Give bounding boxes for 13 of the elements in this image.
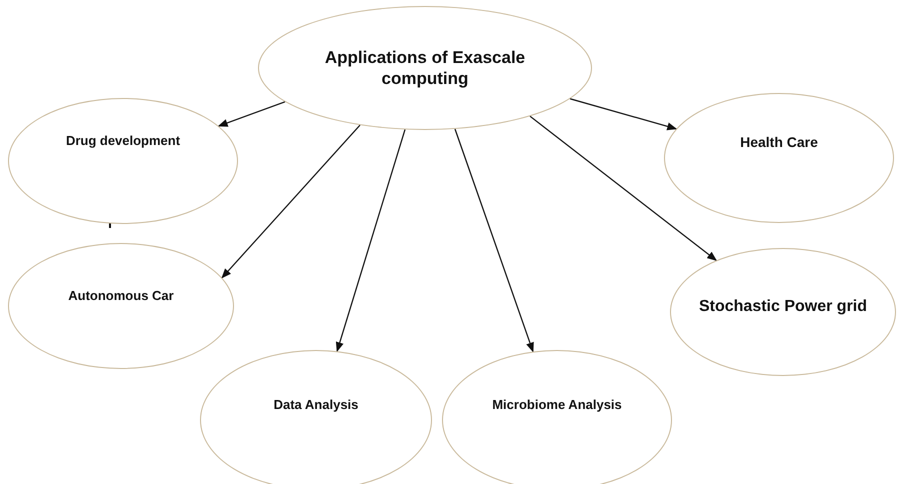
- arrow: [530, 116, 718, 261]
- arrow: [454, 128, 534, 352]
- node-label: Microbiome Analysis: [491, 396, 623, 414]
- arrow: [336, 129, 406, 352]
- node-label: Drug development: [64, 132, 182, 150]
- arrow: [221, 124, 360, 278]
- arrow: [218, 101, 286, 127]
- node-label: Applications of Exascale computing: [324, 46, 526, 90]
- node-label: Health Care: [739, 134, 819, 152]
- node-label: Autonomous Car: [67, 288, 175, 304]
- node-label: Stochastic Power grid: [698, 297, 868, 317]
- node-label: Data Analysis: [272, 396, 360, 414]
- arrow: [570, 98, 678, 130]
